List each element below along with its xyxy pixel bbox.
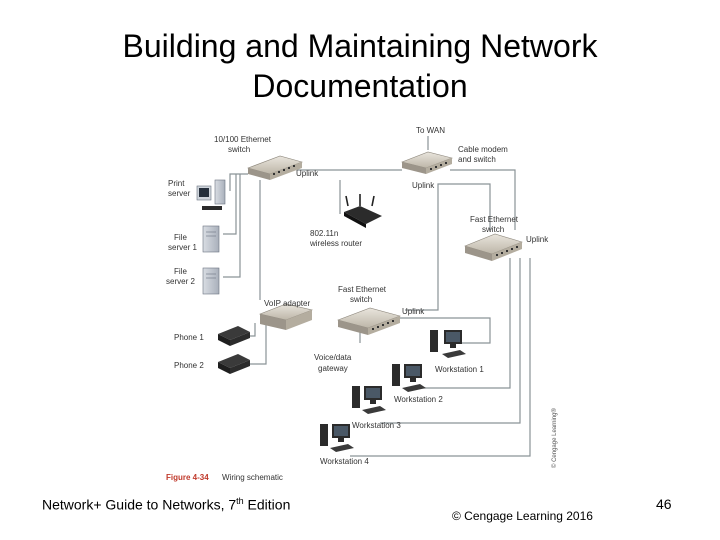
fe-switch-top-label-1: Fast Ethernet (470, 215, 519, 224)
uplink-label-a: Uplink (296, 169, 319, 178)
phone-1-label: Phone 1 (174, 333, 204, 342)
slide-title: Building and Maintaining Network Documen… (0, 26, 720, 106)
cable-fe-top-ws2 (415, 258, 511, 389)
file-server-1-label-2: server 1 (168, 243, 197, 252)
fe-switch-mid-label-2: switch (350, 295, 372, 304)
cable-fileserver2-switch (223, 174, 241, 278)
switch-10-100 (247, 155, 303, 180)
credit-label: © Cengage Learning® (551, 408, 558, 468)
print-server-label-2: server (168, 189, 191, 198)
workstation-1 (430, 330, 466, 358)
workstation-1-label: Workstation 1 (435, 365, 484, 374)
file-server-2-label-2: server 2 (166, 277, 195, 286)
voip-adapter-label: VoIP adapter (264, 299, 310, 308)
footer-book-main: Network+ Guide to Networks, 7 (42, 496, 237, 513)
workstation-4 (320, 424, 354, 452)
cable-modem-switch (401, 151, 453, 174)
file-server-1 (202, 225, 220, 253)
workstation-4-label: Workstation 4 (320, 457, 369, 466)
wireless-router (344, 194, 382, 228)
file-server-1-label-1: File (174, 233, 187, 242)
workstation-2 (392, 364, 426, 392)
phone-1 (218, 326, 250, 346)
network-wiring-diagram: 10/100 Ethernet switch Uplink To WAN Cab… (166, 126, 558, 482)
fast-ethernet-switch-top (464, 233, 523, 261)
fe-switch-mid-label-1: Fast Ethernet (338, 285, 387, 294)
to-wan-label: To WAN (416, 126, 445, 135)
slide-title-line-1: Building and Maintaining Network (122, 28, 598, 64)
print-server-label-1: Print (168, 179, 185, 188)
cable-fe-top-ws4 (350, 258, 531, 457)
cable-fe-top-ws3 (380, 258, 521, 424)
workstation-3-label: Workstation 3 (352, 421, 401, 430)
cable-modem-label-1: Cable modem (458, 145, 508, 154)
phone-2-label: Phone 2 (174, 361, 204, 370)
cable-modem-label-2: and switch (458, 155, 496, 164)
fast-ethernet-switch-mid (337, 307, 401, 335)
figure-caption: Wiring schematic (222, 473, 283, 482)
file-server-2-label-1: File (174, 267, 187, 276)
footer-book-tail: Edition (243, 496, 291, 513)
workstation-2-label: Workstation 2 (394, 395, 443, 404)
cable-fe-mid-fe-top (405, 183, 491, 311)
gateway-label-2: gateway (318, 364, 348, 373)
cable-modem-fe-top (450, 169, 516, 230)
workstation-3 (352, 386, 386, 414)
phone-2 (218, 354, 250, 374)
fe-switch-top-label-2: switch (482, 225, 504, 234)
cable-fe-mid-ws1 (400, 317, 491, 344)
uplink-label-c: Uplink (526, 235, 549, 244)
router-label-1: 802.11n (310, 229, 338, 238)
page-number: 46 (656, 496, 672, 512)
switch-10-100-label-2: switch (228, 145, 250, 154)
footer-copyright: © Cengage Learning 2016 (452, 509, 593, 523)
footer-book-sup: th (236, 496, 244, 506)
router-label-2: wireless router (309, 239, 362, 248)
cable-printserver-switch (229, 173, 248, 191)
file-server-2 (202, 267, 220, 295)
print-server (196, 179, 226, 210)
uplink-label-b: Uplink (412, 181, 435, 190)
switch-10-100-label-1: 10/100 Ethernet (214, 135, 272, 144)
cable-fileserver1-switch (223, 174, 237, 235)
uplink-label-d: Uplink (402, 307, 425, 316)
figure-number: Figure 4-34 (166, 473, 209, 482)
footer-book-title: Network+ Guide to Networks, 7th Edition (42, 496, 290, 513)
voip-adapter (258, 303, 314, 330)
gateway-label-1: Voice/data (314, 353, 352, 362)
slide-title-line-2: Documentation (252, 68, 468, 104)
